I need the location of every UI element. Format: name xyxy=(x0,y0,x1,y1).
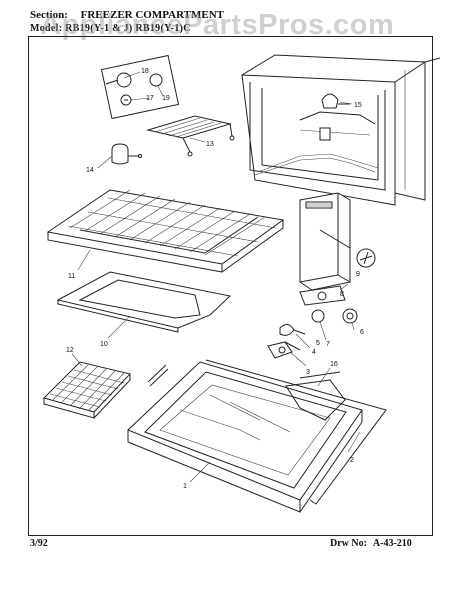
freezer-shelf xyxy=(46,189,285,273)
callout-3: 3 xyxy=(306,369,310,376)
callout-9: 9 xyxy=(356,271,360,278)
callout-15: 15 xyxy=(354,102,362,109)
diagram-frame xyxy=(28,36,433,536)
ice-cube-tray xyxy=(43,361,131,419)
callout-16: 16 xyxy=(330,361,338,368)
model-label: Model: RB19(Y-1 & J) RB19(Y-1)C xyxy=(30,23,191,34)
drawing-label: Drw No: xyxy=(330,538,367,549)
callout-5: 5 xyxy=(316,340,320,347)
callout-1: 1 xyxy=(183,483,187,490)
freezer-cabinet xyxy=(241,54,441,206)
callout-4: 4 xyxy=(312,349,316,356)
callout-labels: 1 2 3 4 5 6 7 8 9 10 11 12 13 14 15 16 1… xyxy=(66,68,364,490)
callout-18: 18 xyxy=(141,68,149,75)
callout-7: 7 xyxy=(326,341,330,348)
callout-17: 17 xyxy=(146,95,154,102)
section-title: FREEZER COMPARTMENT xyxy=(80,9,224,21)
evaporator-cover xyxy=(299,192,351,306)
callout-14: 14 xyxy=(86,167,94,174)
callout-13: 13 xyxy=(206,141,214,148)
callout-8: 8 xyxy=(340,291,344,298)
fan-motor-assembly xyxy=(267,308,358,359)
callout-11: 11 xyxy=(68,273,75,280)
watermark: AppliancePartsPros.com xyxy=(40,9,395,41)
callout-12: 12 xyxy=(66,347,74,354)
freezer-floor-pan xyxy=(127,359,387,513)
revision-date: 3/92 xyxy=(30,538,48,549)
callout-19: 19 xyxy=(162,95,170,102)
section-heading: Section: FREEZER COMPARTMENT xyxy=(30,9,224,21)
screw-part xyxy=(356,248,376,268)
section-label: Section: xyxy=(30,9,68,21)
callout-6: 6 xyxy=(360,329,364,336)
drawing-number-value: A-43-210 xyxy=(372,538,412,549)
callout-10: 10 xyxy=(100,341,108,348)
callout-2: 2 xyxy=(350,457,354,464)
shelf-rack xyxy=(146,115,235,157)
thermostat-part xyxy=(111,143,142,165)
leader-lines xyxy=(71,71,361,483)
control-knob-group xyxy=(100,54,180,120)
insulation-pad xyxy=(56,271,232,333)
drawing-number: Drw No: A-43-210 xyxy=(330,538,412,549)
